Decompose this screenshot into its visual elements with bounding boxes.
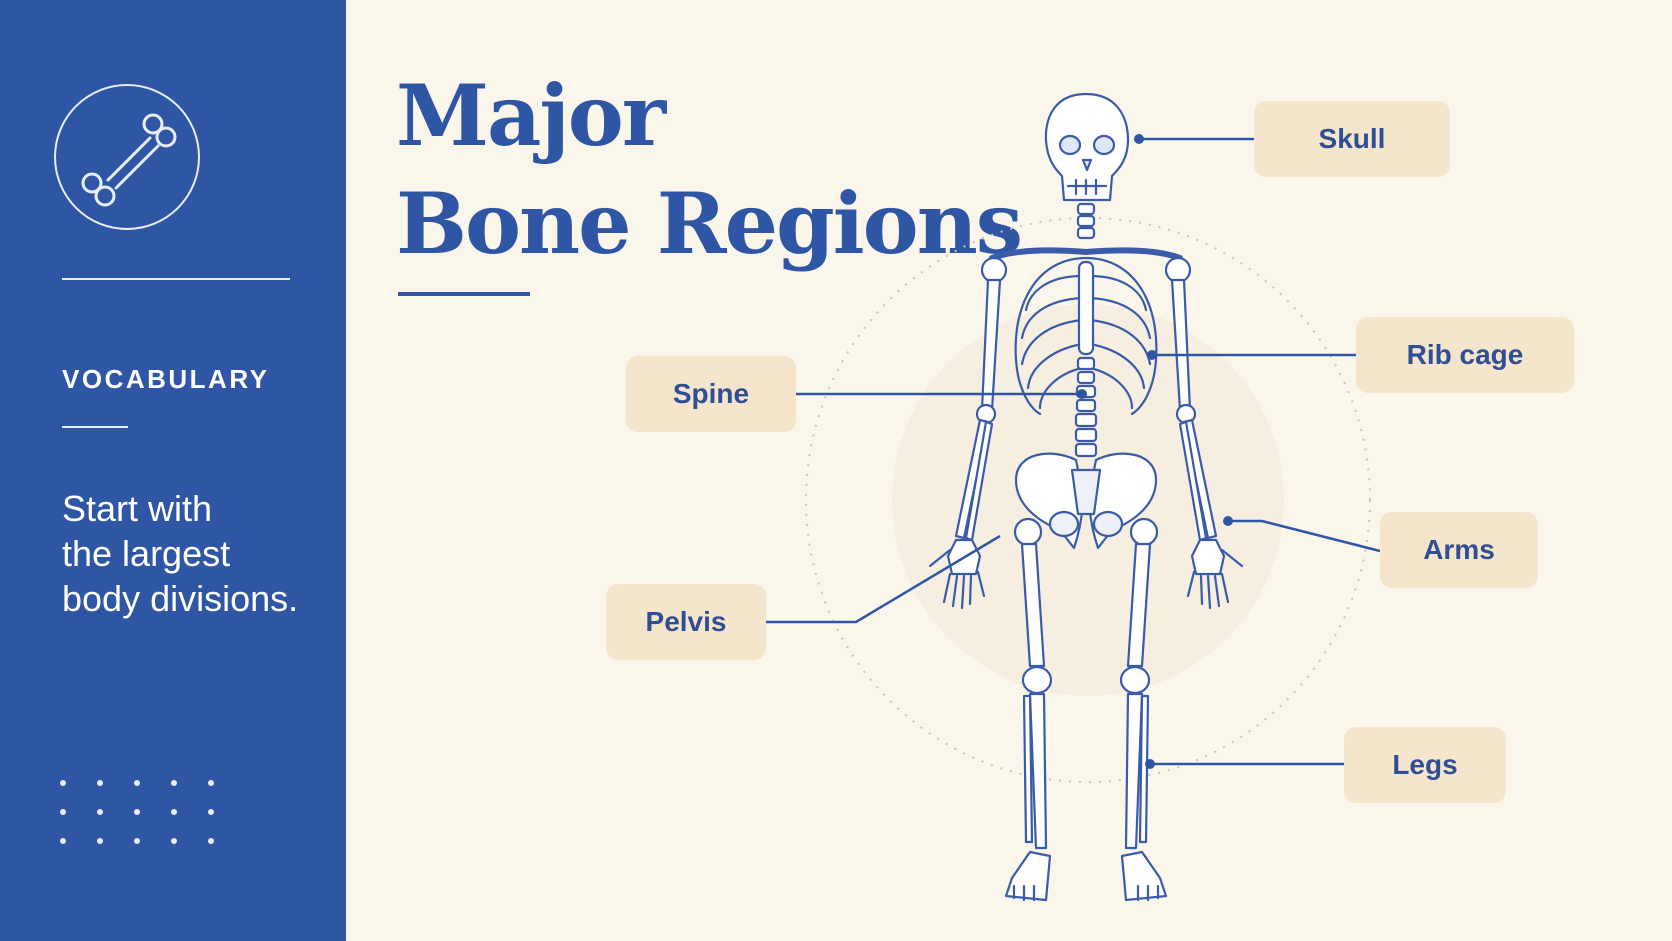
- tagline-line: the largest: [62, 533, 231, 574]
- label-skull: Skull: [1254, 101, 1450, 177]
- bone-icon-circle: [54, 84, 200, 230]
- left-clavicle: [989, 247, 1089, 261]
- bone-icon: [81, 113, 177, 207]
- right-clavicle: [1083, 247, 1183, 261]
- rib-cage-marker-dot: [1147, 350, 1157, 360]
- legs-marker-dot: [1145, 759, 1155, 769]
- label-rib-cage: Rib cage: [1356, 317, 1574, 393]
- page-title: Major Bone Regions: [396, 62, 1023, 278]
- title-line-1: Major: [396, 66, 666, 165]
- title-line-2: Bone Regions: [396, 174, 1023, 273]
- neck-vertebrae: [1076, 202, 1096, 240]
- left-arm-bones: [928, 256, 1008, 610]
- arms-marker-dot: [1223, 516, 1233, 526]
- dotted-orbit: [805, 217, 1371, 783]
- pelvis-bone: [1014, 452, 1158, 550]
- sidebar-tagline: Start with the largest body divisions.: [62, 486, 332, 621]
- skeleton-figure: [928, 92, 1244, 902]
- tagline-line: Start with: [62, 488, 213, 529]
- right-leg-bones: [1119, 517, 1168, 902]
- label-spine: Spine: [626, 356, 796, 432]
- sidebar: VOCABULARY Start with the largest body d…: [0, 0, 346, 941]
- leader-lines: [766, 137, 1381, 766]
- sidebar-kicker: VOCABULARY: [62, 364, 270, 394]
- right-arm-bones: [1164, 256, 1244, 610]
- spine-bone: [1074, 356, 1098, 458]
- skull-bone: [1044, 92, 1130, 202]
- skull-marker-dot: [1134, 134, 1144, 144]
- tagline-line: body divisions.: [62, 578, 299, 619]
- label-legs: Legs: [1344, 727, 1506, 803]
- sidebar-short-divider: [62, 426, 128, 428]
- decorative-dot-grid: [60, 780, 214, 844]
- sidebar-divider: [62, 278, 290, 280]
- label-pelvis: Pelvis: [606, 584, 766, 660]
- left-leg-bones: [1004, 517, 1053, 902]
- arms-leader-line: [1228, 519, 1381, 553]
- spine-marker-dot: [1077, 389, 1087, 399]
- title-underline: [398, 292, 530, 296]
- pelvis-leader-line: [766, 534, 1001, 624]
- label-arms: Arms: [1380, 512, 1538, 588]
